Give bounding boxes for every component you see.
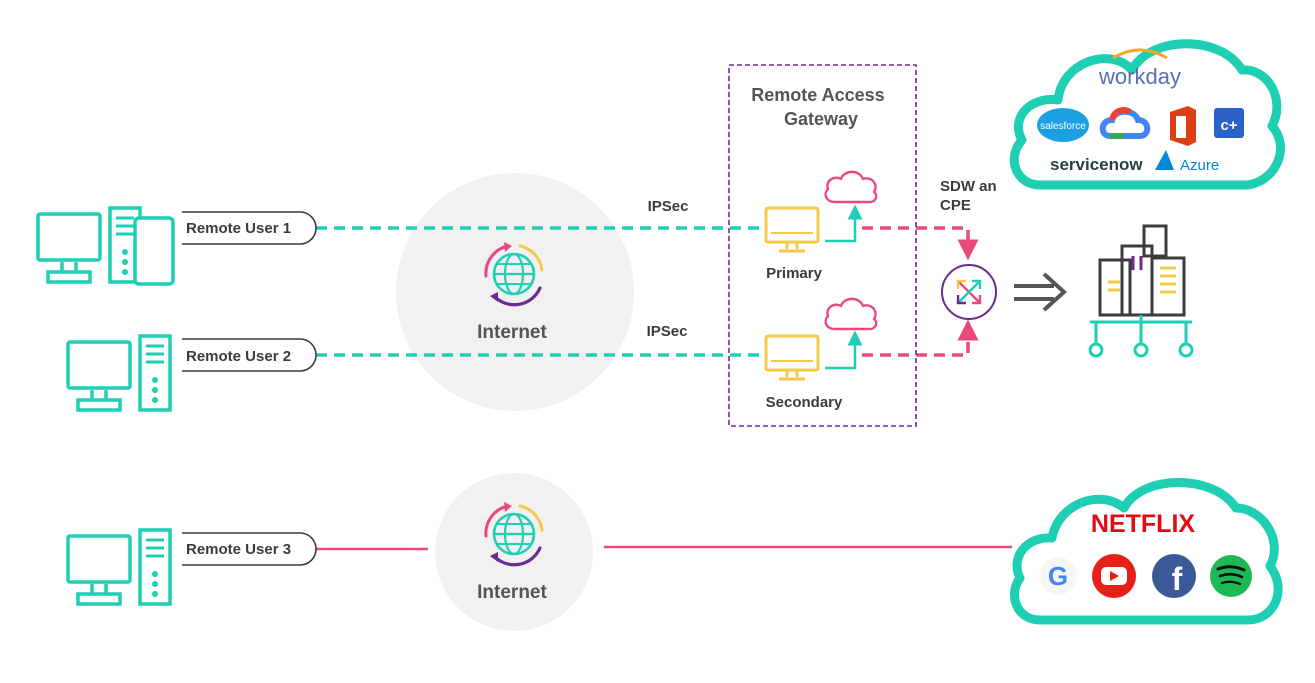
youtube-logo (1092, 554, 1136, 598)
monitor-icon (764, 206, 820, 253)
cloud-icon (824, 170, 878, 204)
svg-text:Azure: Azure (1180, 157, 1219, 174)
internet-label: Internet (477, 582, 547, 603)
gateway-title: Gateway (784, 109, 858, 129)
gateway-title: Remote Access (751, 85, 884, 105)
monitor-icon (764, 334, 820, 381)
workday-logo: workday (1098, 64, 1181, 89)
cloud-icon (824, 297, 878, 331)
remote-access-gateway: Remote Access Gateway Primary Secondary (728, 64, 917, 427)
ipsec-label: IPSec (647, 323, 688, 340)
desktop-tower-icon (36, 206, 142, 284)
google-cloud-logo (1099, 107, 1151, 139)
svg-text:G: G (1048, 561, 1068, 591)
svg-text:f: f (1172, 561, 1183, 597)
netflix-logo: NETFLIX (1091, 510, 1195, 538)
internet-cloud-1: Internet (396, 173, 634, 411)
azure-logo: Azure (1155, 150, 1219, 174)
remote-user-3: Remote User 3 (66, 528, 317, 606)
internet-services-cloud: NETFLIX G f (1010, 478, 1283, 625)
saas-cloud: workday salesforce c+ servicenow Azure (1009, 39, 1285, 190)
mobile-icon (133, 216, 175, 286)
svg-text:c+: c+ (1220, 117, 1237, 134)
internet-label: Internet (477, 322, 547, 343)
spotify-logo (1210, 555, 1252, 597)
servicenow-logo: servicenow (1050, 155, 1143, 174)
workday-arc-icon (1112, 48, 1168, 60)
internet-cloud-2: Internet (435, 473, 593, 631)
google-logo: G (1039, 557, 1077, 595)
arrow-right-icon (1014, 272, 1067, 312)
remote-user-label: Remote User 2 (186, 348, 291, 365)
remote-user-label: Remote User 1 (186, 220, 291, 237)
corporate-building-icon (1088, 224, 1194, 358)
svg-text:salesforce: salesforce (1040, 121, 1086, 132)
remote-user-label: Remote User 3 (186, 541, 291, 558)
desktop-tower-icon (66, 334, 172, 412)
sdwan-cpe: SDW an CPE (940, 178, 997, 320)
remote-user-1: Remote User 1 (36, 206, 317, 286)
ipsec-tunnel-2 (316, 319, 979, 370)
ipsec-label: IPSec (648, 198, 689, 215)
ipsec-tunnel-1 (316, 204, 979, 261)
sdwan-label: CPE (940, 197, 971, 214)
primary-label: Primary (766, 265, 823, 282)
remote-user-2: Remote User 2 (66, 334, 317, 412)
facebook-logo: f (1152, 554, 1196, 598)
secondary-label: Secondary (766, 394, 843, 411)
desktop-tower-icon (66, 528, 172, 606)
sdwan-label: SDW an (940, 178, 997, 195)
direct-internet-link (316, 545, 1012, 551)
sdwan-router-icon (956, 279, 982, 305)
c-plus-logo: c+ (1214, 108, 1244, 138)
salesforce-logo: salesforce (1037, 108, 1089, 142)
office-logo (1170, 106, 1196, 146)
